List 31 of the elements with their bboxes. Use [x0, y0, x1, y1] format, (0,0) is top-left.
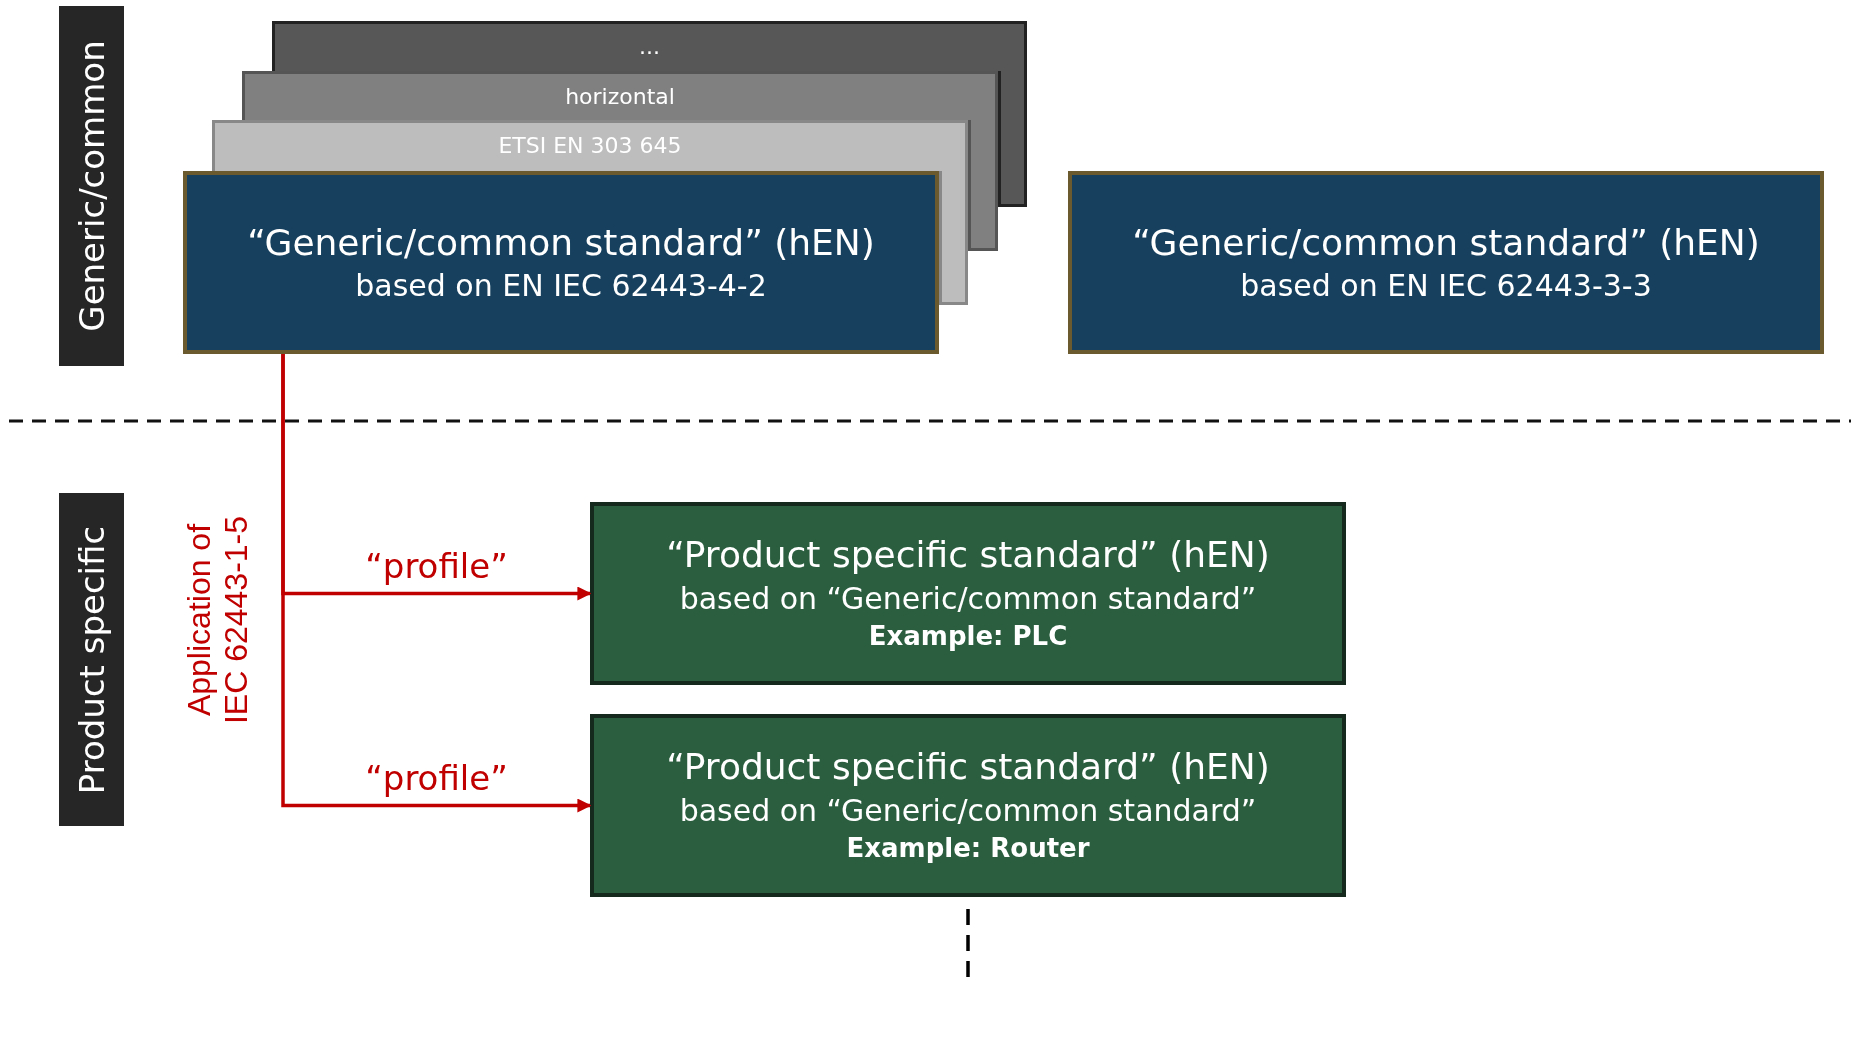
- stacked-standard-card: [212, 120, 968, 171]
- stacked-standard-card: [272, 21, 1027, 71]
- product-standard-box: [590, 502, 1346, 685]
- stacked-card-side: [998, 71, 1027, 207]
- section-band: [59, 6, 124, 366]
- box-title: horizontal: [565, 83, 675, 111]
- box-subtitle: based on “Generic/common standard”: [679, 580, 1257, 619]
- box-title: “Product specific standard” (hEN): [666, 745, 1270, 790]
- box-title: “Product specific standard” (hEN): [666, 533, 1270, 578]
- box-title: “Generic/common standard” (hEN): [1132, 220, 1760, 265]
- standard-box: [1068, 171, 1824, 354]
- stacked-standard-card: [242, 71, 998, 120]
- edge-label: “profile”: [365, 757, 508, 798]
- box-title: “Generic/common standard” (hEN): [247, 220, 875, 265]
- example-text: Example: PLC: [868, 620, 1068, 654]
- stacked-card-side: [939, 171, 968, 305]
- section-title: Product specific: [70, 525, 113, 794]
- example-text: Example: Router: [846, 832, 1090, 866]
- box-subtitle: based on EN IEC 62443-4-2: [355, 267, 767, 306]
- box-title: ...: [639, 33, 660, 61]
- stacked-card-side: [968, 120, 998, 251]
- edge-label: “profile”: [365, 545, 508, 586]
- box-title: ETSI EN 303 645: [498, 132, 682, 160]
- arrow: [281, 354, 592, 813]
- box-subtitle: based on “Generic/common standard”: [679, 792, 1257, 831]
- box-subtitle: based on EN IEC 62443-3-3: [1240, 267, 1652, 306]
- section-band: [59, 493, 124, 826]
- standard-box: [183, 171, 939, 354]
- vertical-note: Application of IEC 62443-1-5: [181, 514, 255, 727]
- product-standard-box: [590, 714, 1346, 897]
- section-title: Generic/common: [70, 40, 113, 332]
